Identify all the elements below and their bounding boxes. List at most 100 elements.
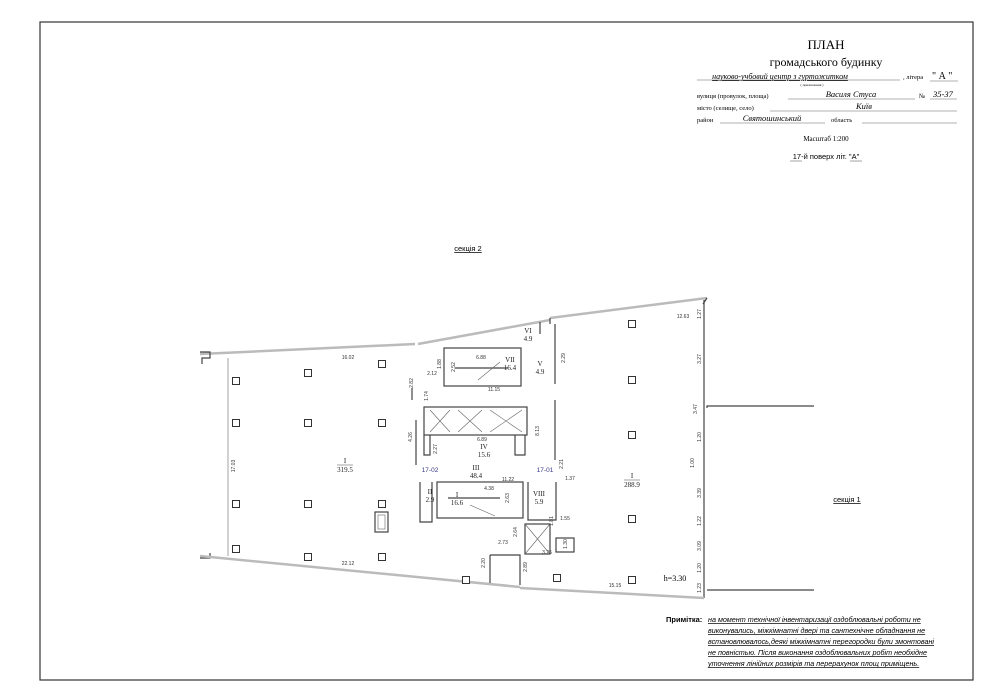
svg-text:2.9: 2.9 [426, 496, 435, 504]
note-label: Примітка: [666, 615, 702, 624]
dimension-label: 1.27 [697, 309, 703, 319]
note-line: виконувались, міжкімнатні двері та санте… [708, 626, 925, 635]
number-value: 35-37 [932, 89, 954, 99]
dimension-label: 1.23 [697, 583, 703, 593]
apartment-17-01: 17-01 [537, 467, 554, 474]
dimension-label: 11.15 [488, 387, 500, 393]
column [232, 545, 240, 553]
svg-text:V: V [537, 360, 542, 368]
dimension-label: 22.12 [342, 561, 355, 567]
dimension-label: 2.27 [433, 444, 439, 454]
svg-text:I: I [631, 472, 634, 480]
column [304, 500, 312, 508]
svg-text:VIII: VIII [533, 490, 546, 498]
litera-value: " А " [932, 71, 952, 82]
column [232, 500, 240, 508]
dimension-label: 8.13 [535, 426, 541, 436]
note-line: на момент технічної інвентаризації оздоб… [708, 615, 921, 624]
dimension-label: 1.00 [690, 458, 696, 468]
dimension-label: 4.26 [408, 432, 414, 442]
dimension-label: 16.02 [342, 355, 355, 361]
section-1-label: секція 1 [833, 495, 860, 504]
svg-text:319.5: 319.5 [337, 466, 353, 474]
column [378, 360, 386, 368]
floor-label: 17-й поверх літ. "А" [793, 152, 860, 161]
apartment-17-02: 17-02 [422, 467, 439, 474]
purpose-value: науково-учбовий центр з гуртожитком [712, 72, 848, 81]
dimension-label: 1.55 [560, 516, 570, 522]
dimension-label: 1.22 [697, 516, 703, 526]
svg-text:48.4: 48.4 [470, 472, 483, 480]
number-label: № [919, 93, 925, 100]
city-value: Київ [855, 101, 872, 111]
column [462, 576, 470, 584]
district-label: район [697, 117, 714, 124]
column [553, 574, 561, 582]
note-line: не повністью. Після виконання оздоблювал… [708, 648, 927, 657]
ceiling-height: h=3.30 [664, 574, 687, 583]
column [304, 553, 312, 561]
dimension-label: 3.25 [542, 550, 552, 556]
column [628, 576, 636, 584]
column [628, 320, 636, 328]
dimension-label: 12.63 [677, 314, 690, 320]
dimension-label: 1.37 [565, 476, 575, 482]
dimension-label: 3.27 [697, 354, 703, 364]
column [378, 419, 386, 427]
dimension-label: 1.20 [697, 563, 703, 573]
room-I-16: I16.6 [451, 491, 464, 507]
litera-label: , літера [903, 74, 923, 81]
dimension-label: 1.30 [563, 539, 569, 549]
svg-text:5.9: 5.9 [535, 498, 544, 506]
room-II: II2.9 [426, 488, 435, 504]
svg-text:IV: IV [480, 443, 487, 451]
svg-text:4.9: 4.9 [536, 368, 545, 376]
column [304, 419, 312, 427]
dimension-label: 2.89 [523, 562, 529, 572]
dimension-label: 2.64 [513, 527, 519, 537]
dimension-label: 3.39 [697, 488, 703, 498]
column [628, 515, 636, 523]
building-outline [199, 296, 814, 600]
svg-text:VI: VI [524, 327, 532, 335]
dimension-label: 1.81 [549, 516, 555, 526]
note-line: встановлювалось,деякі міжкімнатні перего… [708, 637, 934, 646]
svg-text:4.9: 4.9 [524, 335, 533, 343]
svg-text:288.9: 288.9 [624, 481, 640, 489]
street-value: Василя Стуса [826, 89, 877, 99]
dimension-label: 2.63 [505, 493, 511, 503]
title-block: ПЛАН громадського будинку науково-учбови… [697, 37, 958, 162]
column [378, 553, 386, 561]
svg-text:I: I [344, 457, 347, 465]
district-value: Святошинський [743, 113, 802, 123]
dimension-labels: 16.0217.0322.1212.6315.1511.156.8911.224… [231, 309, 703, 593]
svg-text:15.6: 15.6 [478, 451, 491, 459]
dimension-label: 1.74 [424, 391, 430, 401]
svg-text:I: I [456, 491, 459, 499]
dimension-label: 2.20 [481, 558, 487, 568]
column [378, 500, 386, 508]
street-label: вулиця (провулок, площа) [697, 93, 769, 100]
purpose-caption: ( призначення ) [801, 83, 825, 87]
dimension-label: 3.09 [697, 541, 703, 551]
dimension-label: 11.22 [502, 477, 514, 483]
region-label: область [831, 117, 852, 124]
dimension-label: 17.03 [231, 460, 237, 473]
column [232, 377, 240, 385]
svg-text:16.6: 16.6 [451, 499, 464, 507]
section-2-label: секція 2 [454, 244, 481, 253]
dimension-label: 2.73 [498, 540, 508, 546]
svg-text:16.4: 16.4 [504, 364, 517, 372]
dimension-label: 1.20 [697, 432, 703, 442]
columns [232, 320, 636, 584]
dimension-label: 2.82 [409, 378, 415, 388]
sheet-border [39, 21, 974, 681]
note-line: уточнення лінійних розмірів та перерахун… [707, 659, 919, 668]
column [628, 376, 636, 384]
